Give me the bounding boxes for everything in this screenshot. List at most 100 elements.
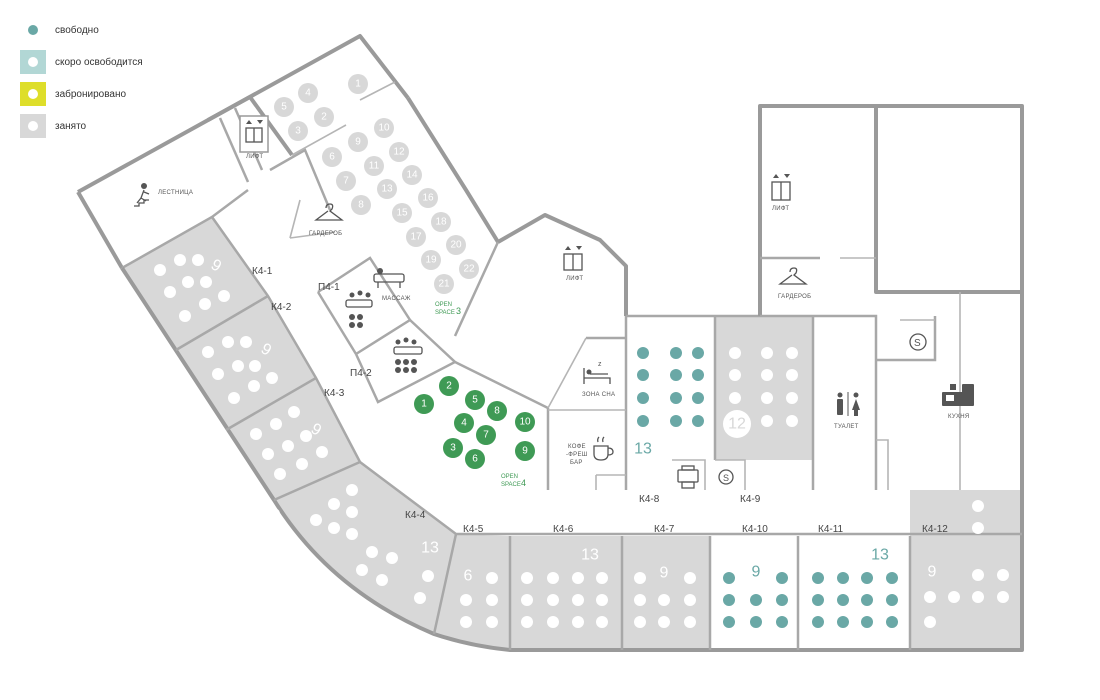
room-label-k4-7: К4-7 bbox=[654, 524, 675, 535]
wardrobe-label-right: ГАРДЕРОБ bbox=[778, 294, 811, 300]
meeting-table-icon bbox=[393, 337, 423, 355]
seat[interactable]: 4 bbox=[298, 83, 318, 103]
seat[interactable]: 17 bbox=[406, 227, 426, 247]
seat[interactable]: 16 bbox=[418, 188, 438, 208]
room-k4-7-seats: 9 bbox=[634, 565, 696, 628]
room-capacity-k4-8: 13 bbox=[634, 441, 652, 458]
seat[interactable]: 9 bbox=[515, 441, 535, 461]
walls bbox=[76, 34, 1024, 652]
wardrobe-nw: ГАРДЕРОБ bbox=[309, 203, 344, 237]
seat[interactable]: 19 bbox=[421, 250, 441, 270]
seat[interactable]: 1 bbox=[348, 74, 368, 94]
seat[interactable]: 7 bbox=[336, 171, 356, 191]
massage-icon bbox=[373, 268, 405, 288]
open-space-4-number: 4 bbox=[521, 478, 526, 488]
room-k4-3-seats: 9 bbox=[250, 406, 328, 480]
seat[interactable]: 10 bbox=[515, 412, 535, 432]
lift-center: ЛИФТ bbox=[563, 246, 583, 282]
seat[interactable]: 11 bbox=[364, 156, 384, 176]
seat[interactable]: 3 bbox=[443, 438, 463, 458]
room-capacity-k4-6: 13 bbox=[581, 547, 599, 564]
legend-item-busy[interactable]: занято bbox=[20, 114, 143, 138]
seat[interactable]: 1 bbox=[414, 394, 434, 414]
seat[interactable]: 18 bbox=[431, 212, 451, 232]
legend-item-free[interactable]: свободно bbox=[20, 18, 143, 42]
kitchen-label: КУХНЯ bbox=[948, 414, 970, 420]
legend-swatch-soon bbox=[20, 50, 46, 74]
seat-number: 4 bbox=[461, 418, 467, 429]
seat-number: 5 bbox=[281, 102, 287, 113]
seat-number: 18 bbox=[435, 217, 447, 228]
printer-icon bbox=[677, 465, 699, 489]
seat-number: 13 bbox=[381, 184, 393, 195]
seat[interactable]: 6 bbox=[322, 147, 342, 167]
seat-number: 12 bbox=[393, 147, 405, 158]
room-capacity-k4-11: 13 bbox=[871, 547, 889, 564]
seat[interactable]: 8 bbox=[351, 195, 371, 215]
room-k4-7[interactable] bbox=[622, 536, 710, 650]
map-legend: свободно скоро освободится забронировано… bbox=[20, 18, 143, 146]
seat[interactable]: 14 bbox=[402, 165, 422, 185]
seat[interactable]: 22 bbox=[459, 259, 479, 279]
room-k4-6-seats: 13 bbox=[521, 547, 608, 628]
massage-label: МАССАЖ bbox=[382, 296, 411, 302]
seats-dots-icon bbox=[395, 359, 417, 373]
room-label-k4-2: К4-2 bbox=[271, 302, 292, 313]
legend-label-free: свободно bbox=[55, 24, 99, 36]
seat-number: 15 bbox=[396, 208, 408, 219]
legend-label-busy: занято bbox=[55, 120, 87, 132]
seat-number: 19 bbox=[425, 255, 437, 266]
room-capacity-k4-12: 9 bbox=[928, 564, 937, 581]
stairs-icon bbox=[134, 183, 150, 207]
seat-number: 20 bbox=[450, 240, 462, 251]
meeting-label-p4-1: П4-1 bbox=[318, 282, 340, 293]
seat[interactable]: 4 bbox=[454, 413, 474, 433]
room-label-k4-12: К4-12 bbox=[922, 524, 948, 535]
seat[interactable]: 13 bbox=[377, 179, 397, 199]
room-k4-5-seats: 6 bbox=[460, 568, 498, 628]
wardrobe-right: ГАРДЕРОБ bbox=[778, 267, 811, 300]
seat[interactable]: 21 bbox=[434, 274, 454, 294]
legend-item-soon[interactable]: скоро освободится bbox=[20, 50, 143, 74]
meeting-room-p4-2[interactable] bbox=[393, 337, 423, 374]
open-space-4-label-2: SPACE bbox=[501, 482, 521, 488]
seat[interactable]: 7 bbox=[476, 425, 496, 445]
seats-dots-icon bbox=[349, 314, 363, 328]
meeting-room-p4-1[interactable] bbox=[345, 290, 373, 329]
seat[interactable]: 5 bbox=[465, 390, 485, 410]
seat[interactable]: 2 bbox=[439, 376, 459, 396]
seat[interactable]: 12 bbox=[389, 142, 409, 162]
coffee-label-2: -ФРЕШ bbox=[566, 452, 588, 458]
seat[interactable]: 9 bbox=[348, 132, 368, 152]
room-label-k4-11: К4-11 bbox=[818, 524, 844, 535]
meeting-table-icon bbox=[345, 290, 373, 308]
seat[interactable]: 8 bbox=[487, 401, 507, 421]
room-capacity-k4-7: 9 bbox=[660, 565, 669, 582]
svg-text:z: z bbox=[598, 361, 602, 368]
room-k4-6[interactable] bbox=[510, 536, 622, 650]
seat[interactable]: 20 bbox=[446, 235, 466, 255]
seat-number: 6 bbox=[472, 454, 478, 465]
room-k4-3[interactable] bbox=[226, 378, 360, 500]
seat-number: 2 bbox=[321, 112, 327, 123]
seat[interactable]: 10 bbox=[374, 118, 394, 138]
legend-item-booked[interactable]: забронировано bbox=[20, 82, 143, 106]
seat-number: 21 bbox=[438, 279, 450, 290]
seat[interactable]: 6 bbox=[465, 449, 485, 469]
lift-right: ЛИФТ bbox=[771, 174, 791, 212]
coffee-label-1: КОФЕ bbox=[568, 444, 586, 450]
seat-number: 1 bbox=[355, 79, 361, 90]
seat[interactable]: 5 bbox=[274, 97, 294, 117]
room-k4-9[interactable] bbox=[715, 316, 813, 460]
seat[interactable]: 15 bbox=[392, 203, 412, 223]
coffee-bar: КОФЕ -ФРЕШ БАР bbox=[566, 436, 614, 466]
room-k4-4[interactable] bbox=[274, 462, 456, 634]
sleep-label: ЗОНА СНА bbox=[582, 392, 615, 398]
lift-icon bbox=[771, 174, 791, 201]
open-space-4-seats: 2 1 5 8 4 10 7 3 9 6 OPEN SPACE 4 bbox=[414, 376, 535, 488]
open-space-4-label-1: OPEN bbox=[501, 474, 518, 480]
seat[interactable]: 2 bbox=[314, 107, 334, 127]
room-capacity-k4-4: 13 bbox=[421, 540, 439, 557]
seat[interactable]: 3 bbox=[288, 121, 308, 141]
massage-room: МАССАЖ bbox=[373, 268, 411, 302]
